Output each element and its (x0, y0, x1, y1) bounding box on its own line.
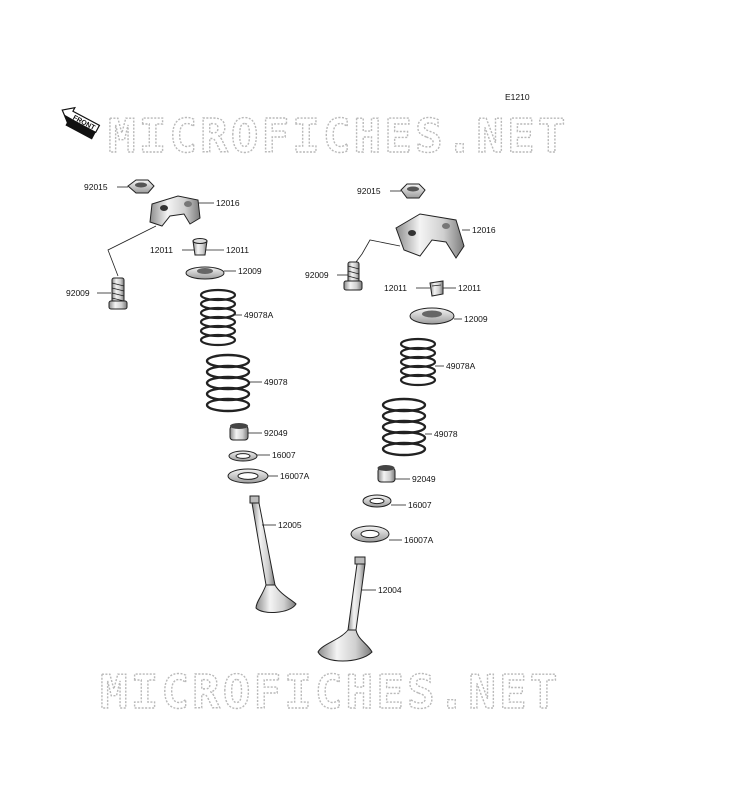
callout-49078-left: 49078 (264, 377, 288, 387)
callout-12009-left: 12009 (238, 266, 262, 276)
callout-12011-left-a: 12011 (150, 245, 174, 255)
callout-49078-right: 49078 (434, 429, 458, 439)
part-12016-left (149, 195, 201, 227)
callout-92049-right: 92049 (412, 474, 436, 484)
leader-lines (97, 186, 470, 591)
callout-12005: 12005 (278, 520, 302, 530)
callout-12011-right-b: 12011 (458, 283, 482, 293)
callout-12011-left-b: 12011 (226, 245, 250, 255)
callout-49078A-right: 49078A (446, 361, 476, 371)
callout-12009-right: 12009 (464, 314, 488, 324)
part-12011-right (429, 280, 444, 297)
callout-92009-right: 92009 (305, 270, 329, 280)
part-92009-right (343, 261, 363, 291)
callout-49078A-left: 49078A (244, 310, 274, 320)
callout-12016-right: 12016 (472, 225, 496, 235)
callout-12016-left: 12016 (216, 198, 240, 208)
part-12004-valve (317, 556, 373, 662)
callout-16007A-right: 16007A (404, 535, 434, 545)
part-16007A-left (227, 468, 269, 484)
part-12009-right (409, 307, 455, 325)
part-16007-left (228, 450, 258, 462)
part-49078A-right (399, 337, 437, 387)
watermark-top: MICROFICHES.NET (108, 109, 568, 163)
callout-12004: 12004 (378, 585, 402, 595)
part-92015-left (127, 179, 155, 194)
front-arrow-icon: FRONT (61, 106, 101, 140)
callout-92049-left: 92049 (264, 428, 288, 438)
callout-16007-left: 16007 (272, 450, 296, 460)
figure-code: E1210 (505, 92, 530, 102)
part-12005-valve (249, 495, 297, 613)
part-12009-left (185, 266, 225, 280)
part-16007A-right (350, 525, 390, 543)
callout-16007A-left: 16007A (280, 471, 310, 481)
part-92049-right (377, 465, 396, 483)
watermark-bottom: MICROFICHES.NET (100, 665, 560, 719)
callout-12011-right-a: 12011 (384, 283, 408, 293)
part-12016-right (395, 213, 465, 259)
part-92015-right (400, 183, 426, 199)
callout-92009-left: 92009 (66, 288, 90, 298)
part-49078A-left (199, 288, 237, 347)
part-49078-left (205, 353, 251, 413)
part-92009-left (108, 277, 128, 310)
callout-92015-left: 92015 (84, 182, 108, 192)
part-16007-right (362, 494, 392, 508)
part-92049-left (229, 423, 249, 441)
part-49078-right (381, 397, 427, 457)
callout-16007-right: 16007 (408, 500, 432, 510)
part-12011-left (192, 238, 208, 256)
callout-92015-right: 92015 (357, 186, 381, 196)
